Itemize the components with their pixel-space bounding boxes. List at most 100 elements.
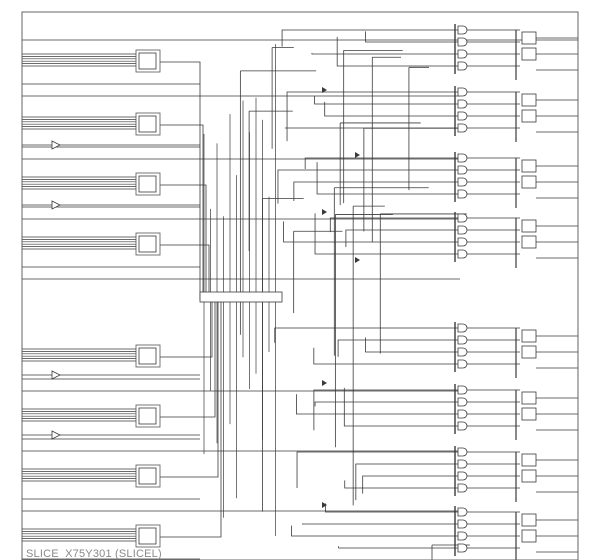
buffer-icon [51,140,61,150]
mux-input-wire [304,157,458,170]
mux-input-wire [338,546,458,549]
mux-gate-icon [457,87,468,97]
mux-gate-icon [457,323,468,333]
mux-input-wire [313,389,458,431]
mux-gate-icon [457,61,468,71]
lut-output-wire [160,300,213,358]
mux-gate-icon [457,249,468,259]
mux-gate-icon [457,165,468,175]
arrow-icon [322,380,327,386]
mux-input-wire [314,213,458,255]
mux-input-wire [291,525,458,537]
mux-input-wire [362,475,458,494]
mux-input-wire [365,31,458,43]
mux-gate-icon [457,25,468,35]
mux-input-wire [314,401,458,407]
arrow-icon [322,87,327,93]
flip-flop-block [521,329,537,343]
mux-gate-icon [457,483,468,493]
components [21,11,579,560]
buffer-icon [51,430,61,440]
mux-gate-icon [457,519,468,529]
lut-core [138,175,157,193]
mux-gate-icon [457,409,468,419]
mux-input-wire [344,480,458,489]
lut-output-wire [160,300,216,418]
flip-flop-block [521,345,537,359]
flip-flop-block [521,47,537,61]
mux-gate-icon [457,99,468,109]
mux-gate-icon [457,123,468,133]
mux-input-wire [311,53,458,55]
mux-gate-icon [457,447,468,457]
lut-output-wire [160,124,204,300]
arrow-icon [322,209,327,215]
mux-input-wire [343,387,458,427]
lut-output-wire [160,300,219,478]
buffer-icon [51,370,61,380]
flip-flop-block [521,513,537,527]
mux-gate-icon [457,225,468,235]
mux-input-wire [283,221,458,243]
lut-core [138,235,157,253]
mux-gate-icon [457,49,468,59]
mux-input-wire [314,95,458,105]
routing-wires [22,24,578,560]
flip-flop-block [521,159,537,173]
routing-bus [199,291,283,303]
mux-input-wire [325,503,458,513]
mux-gate-icon [457,213,468,223]
mux-input-wire [286,91,458,142]
mux-gate-icon [457,421,468,431]
buffer-icon [51,200,61,210]
mux-input-wire [355,463,458,501]
mux-input-wire [313,347,458,365]
lut-core [138,347,157,365]
mux-gate-icon [457,543,468,553]
flip-flop-block [521,469,537,483]
mux-gate-icon [457,237,468,247]
flip-flop-block [521,219,537,233]
mux-gate-icon [457,471,468,481]
slice-frame [21,11,579,560]
lut-core [138,115,157,133]
flip-flop-block [521,93,537,107]
lut-output-wire [160,184,207,300]
mux-input-wire [336,36,458,67]
mux-gate-icon [457,335,468,345]
mux-gate-icon [457,507,468,517]
lut-output-wire [160,300,222,538]
lut-output-wire [160,61,201,300]
flip-flop-block [521,175,537,189]
mux-gate-icon [457,153,468,163]
flip-flop-block [521,453,537,467]
arrow-icon [355,257,360,263]
mux-input-wire [301,523,458,525]
mux-gate-icon [457,37,468,47]
mux-gate-icon [457,459,468,469]
mux-input-wire [337,339,458,357]
mux-gate-icon [457,397,468,407]
mux-input-wire [324,101,458,117]
lut-core [138,527,157,545]
mux-input-wire [274,327,458,343]
lut-core [138,52,157,70]
mux-input-wire [296,394,458,415]
mux-input-wire [293,181,458,202]
mux-gate-icon [457,385,468,395]
mux-gate-icon [457,531,468,541]
mux-gate-icon [457,347,468,357]
lut-core [138,407,157,425]
flip-flop-block [521,31,537,45]
mux-gate-icon [457,359,468,369]
mux-input-wire [281,29,458,47]
mux-input-wire [296,451,458,488]
mux-input-wire [277,169,458,204]
flip-flop-block [521,407,537,421]
flip-flop-block [521,391,537,405]
flip-flop-block [521,109,537,123]
mux-gate-icon [457,177,468,187]
lut-output-wire [160,244,210,300]
mux-input-wire [329,217,458,233]
